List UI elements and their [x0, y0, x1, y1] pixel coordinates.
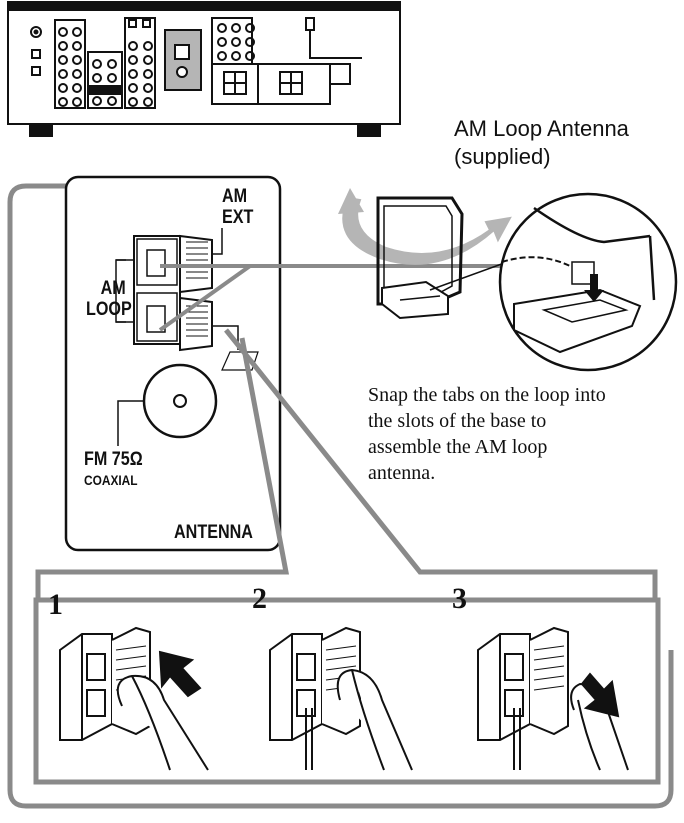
am-ext-label-line2: EXT — [222, 207, 254, 228]
rotate-arrow-icon — [342, 196, 512, 265]
fm-label-line2: COAXIAL — [84, 472, 138, 488]
rca-jacks-block-1 — [54, 19, 86, 109]
am-ext-label: AM EXT — [222, 186, 253, 228]
step-number-3: 3 — [452, 582, 467, 615]
speaker-terminals — [211, 63, 351, 105]
fm-label: FM 75Ω COAXIAL — [84, 450, 143, 490]
am-loop-antenna — [338, 188, 519, 320]
antenna-terminal-thumbnail — [164, 29, 202, 91]
instruction-line1: Snap the tabs on the loop into — [368, 384, 606, 406]
rca-jacks-block-2 — [87, 51, 123, 109]
antenna-panel — [64, 175, 282, 552]
rca-jacks-block-4 — [211, 17, 255, 65]
am-loop-label: AM LOOP — [86, 278, 132, 320]
antenna-title-line1: AM Loop Antenna — [454, 116, 629, 141]
fm-label-line1: FM 75Ω — [84, 449, 143, 470]
instruction-line3: assemble the AM loop — [368, 436, 548, 458]
antenna-wires — [158, 264, 516, 332]
receiver-rear-panel — [7, 1, 401, 137]
antenna-panel-label: ANTENNA — [174, 522, 253, 543]
am-loop-label-line1: AM — [100, 278, 126, 299]
am-ext-label-line1: AM — [222, 186, 248, 207]
rca-jacks-block-3 — [124, 17, 156, 109]
step-number-2: 2 — [252, 582, 267, 615]
step-2-illustration — [269, 626, 413, 771]
step-3-illustration — [477, 626, 629, 771]
instruction-line4: antenna. — [368, 462, 436, 484]
step-callout-lines — [35, 328, 658, 610]
arrow-push-icon — [158, 650, 202, 698]
am-loop-label-line2: LOOP — [86, 299, 132, 320]
magnified-detail — [498, 192, 678, 372]
callout-frame — [7, 183, 674, 809]
assembly-instruction: Snap the tabs on the loop into the slots… — [368, 382, 606, 486]
arrow-release-icon — [580, 672, 620, 718]
instruction-line2: the slots of the base to — [368, 410, 547, 432]
antenna-title-line2: (supplied) — [454, 144, 551, 169]
step-1-illustration — [59, 626, 209, 771]
antenna-title: AM Loop Antenna (supplied) — [454, 116, 629, 170]
step-number-1: 1 — [48, 588, 63, 621]
